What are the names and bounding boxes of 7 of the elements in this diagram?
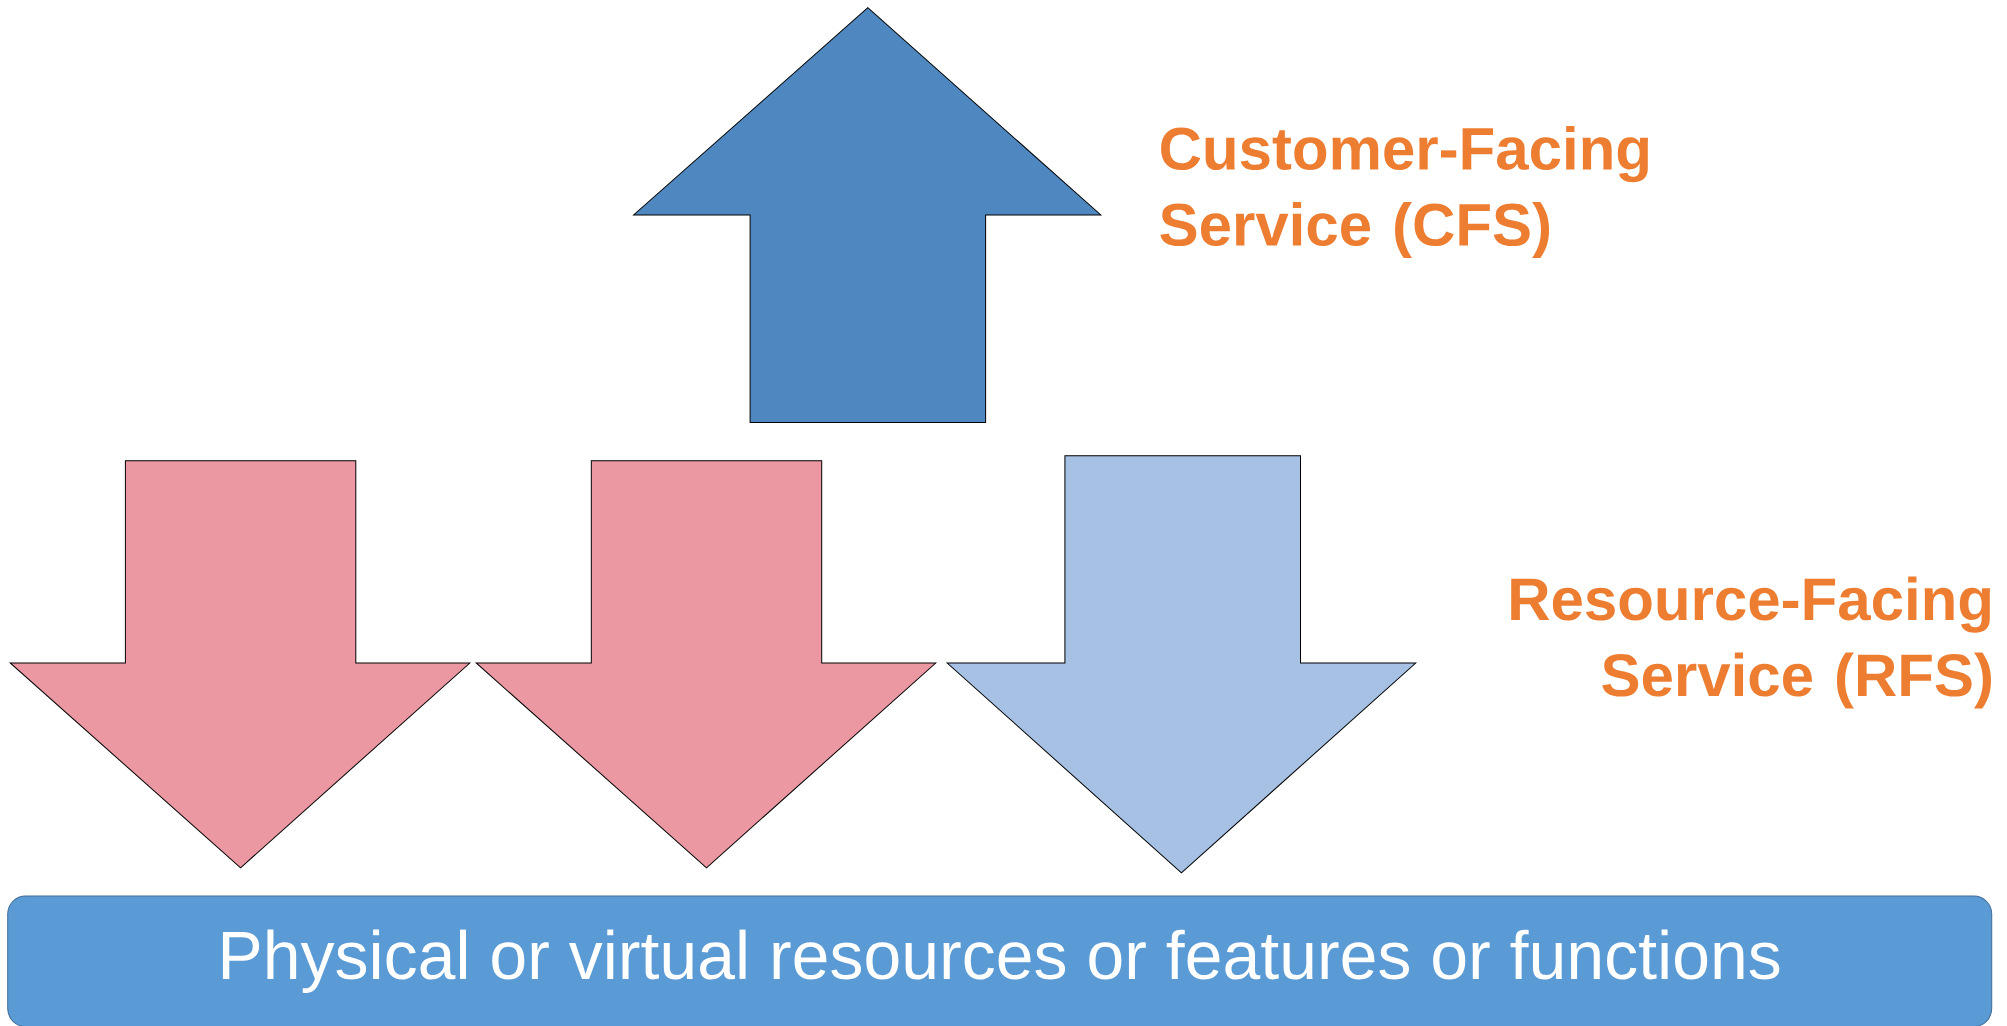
pointer-shape xyxy=(946,455,1417,874)
pointer-shape xyxy=(475,460,937,869)
pointer-shape xyxy=(633,7,1102,423)
service-label: Customer-Facing Service (CFS) xyxy=(1160,126,1648,258)
service-label: Resource-Facing Service (RFS) xyxy=(1511,576,1991,709)
resource-bar: Physical or virtual resources or features or functions xyxy=(7,895,1993,1026)
pointer-shape xyxy=(9,460,471,869)
